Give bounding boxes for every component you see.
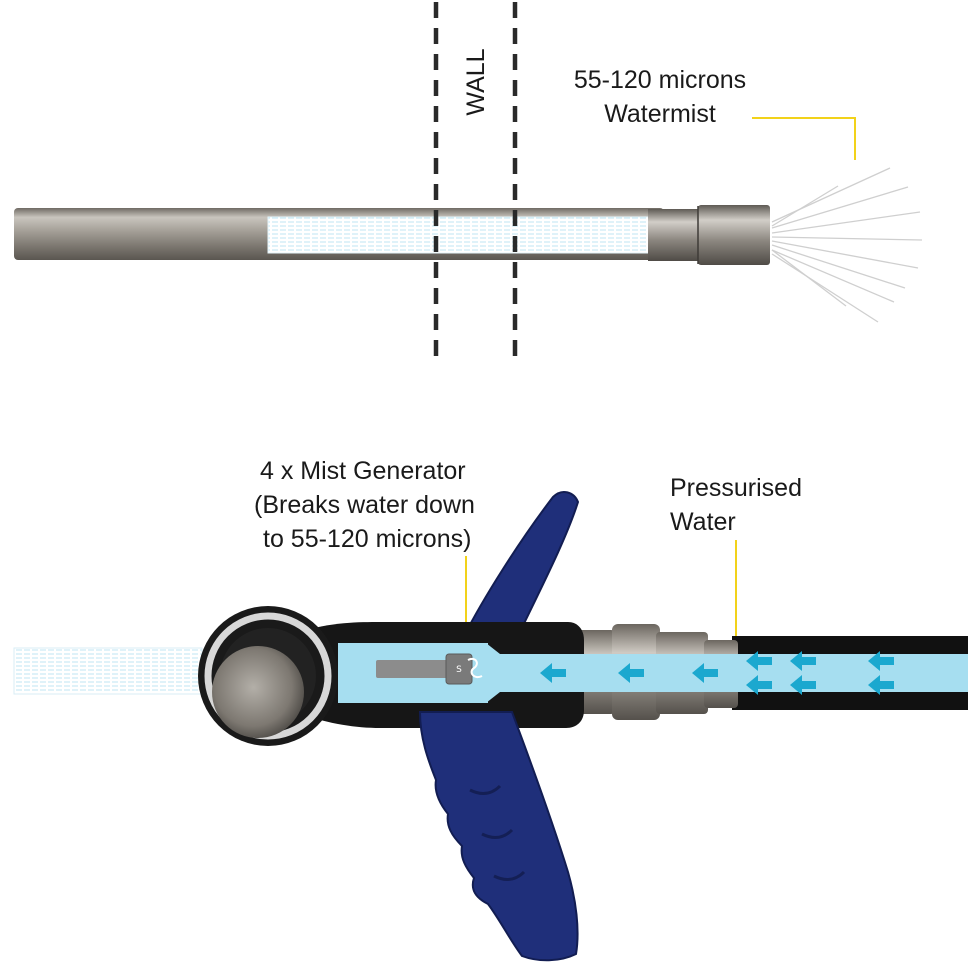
mist-spray [771, 167, 923, 323]
arrow-left-icon [790, 675, 816, 695]
generator-label-line3: to 55-120 microns) [263, 525, 472, 553]
mist-leader-line [752, 117, 856, 160]
lance-mist-window [267, 216, 687, 254]
mist-label-line1: 55-120 microns [573, 66, 747, 94]
flow-arrows [540, 651, 894, 695]
trigger-lever [460, 490, 580, 641]
generator-label-line2: (Breaks water down [254, 491, 475, 519]
top-lance-group [14, 205, 770, 265]
bell-cap [212, 646, 304, 738]
lance-nozzle-tip [698, 205, 770, 265]
arrow-left-icon [618, 663, 644, 683]
outlet-lance [13, 647, 203, 695]
pressure-label-line2: Water [670, 508, 736, 536]
lance-nozzle-collar [648, 209, 700, 261]
swirl-icon [467, 658, 483, 678]
pressure-label-line1: Pressurised [670, 474, 802, 502]
bottom-gun-group: S [13, 490, 968, 962]
wall-label: WALL [462, 48, 490, 116]
svg-text:S: S [456, 665, 462, 675]
mist-generator-cartridge [376, 660, 460, 678]
generator-label-line1: 4 x Mist Generator [260, 457, 466, 485]
arrow-left-icon [868, 651, 894, 671]
arrow-left-icon [790, 651, 816, 671]
mist-label-line2: Watermist [604, 100, 716, 128]
arrow-left-icon [540, 663, 566, 683]
arrow-left-icon [746, 651, 772, 671]
arrow-left-icon [868, 675, 894, 695]
arrow-left-icon [746, 675, 772, 695]
arrow-left-icon [692, 663, 718, 683]
